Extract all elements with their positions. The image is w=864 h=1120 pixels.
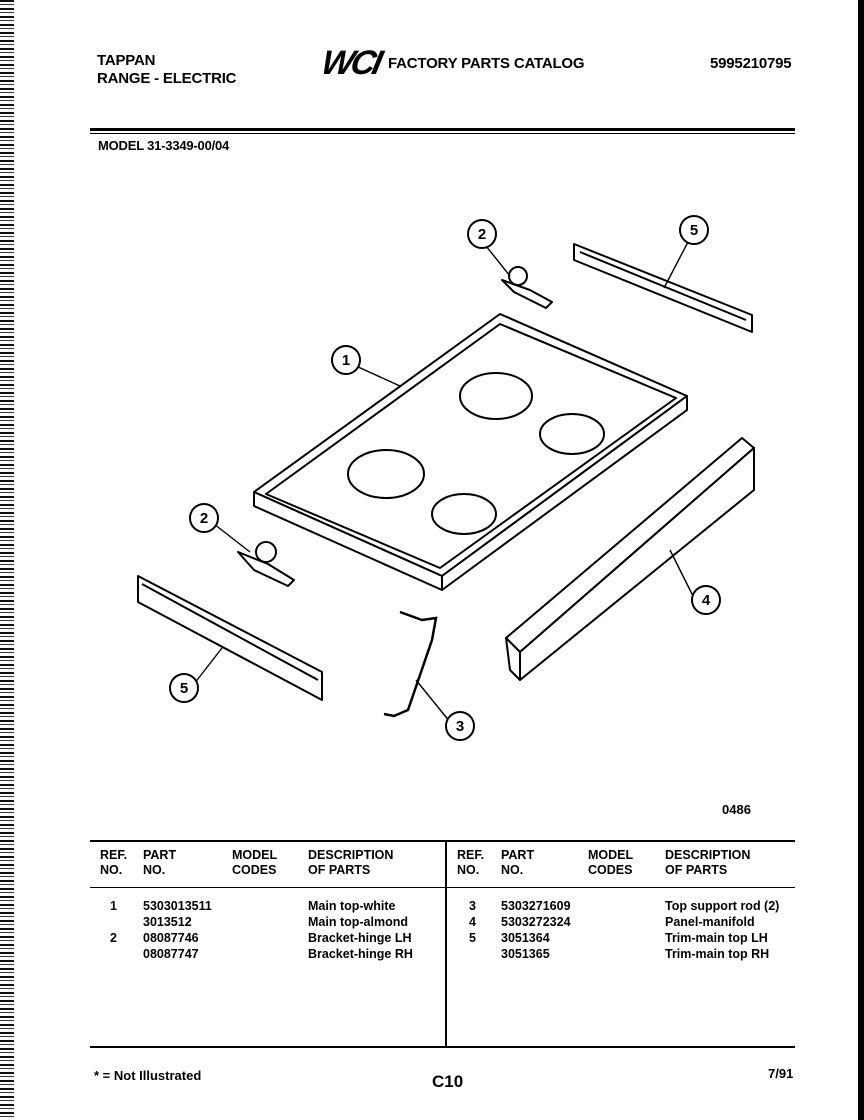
callout-5-upper-label: 5 — [690, 222, 698, 239]
callout-1-label: 1 — [342, 352, 350, 369]
callout-3-label: 3 — [456, 718, 464, 735]
table-rule-top — [90, 840, 795, 842]
hinge-bracket-rh — [501, 266, 553, 309]
callout-2-lower-label: 2 — [200, 510, 208, 527]
scan-edge-right — [858, 0, 864, 1120]
catalog-title: FACTORY PARTS CATALOG — [388, 55, 585, 72]
figure-number: 0486 — [722, 802, 751, 817]
callout-5-lower-label: 5 — [180, 680, 188, 697]
callout-2-upper — [467, 219, 497, 249]
callout-3 — [445, 711, 475, 741]
exploded-parts-diagram: 1 2 2 3 4 5 5 — [137, 215, 755, 741]
brand-block: TAPPAN RANGE - ELECTRIC — [97, 52, 237, 88]
trim-front-part — [137, 575, 323, 701]
callout-2-upper-label: 2 — [478, 226, 486, 243]
wci-logo: WCI — [318, 44, 384, 82]
table-column-divider — [445, 840, 447, 1048]
support-rod-part — [383, 610, 438, 718]
hinge-bracket-lh — [237, 541, 295, 587]
ref-header: REF.NO. — [100, 848, 128, 877]
scan-edge-left — [0, 0, 14, 1120]
callout-4-label: 4 — [702, 592, 711, 609]
ref-header: REF.NO. — [457, 848, 485, 877]
brand-name: TAPPAN — [97, 52, 156, 69]
product-type: RANGE - ELECTRIC — [97, 70, 237, 87]
not-illustrated-note: * = Not Illustrated — [94, 1068, 202, 1083]
callout-5-lower — [169, 673, 199, 703]
callout-2-lower — [189, 503, 219, 533]
model-number: MODEL 31-3349-00/04 — [98, 138, 230, 153]
table-rule-bottom — [90, 1046, 795, 1048]
revision-date: 7/91 — [768, 1066, 794, 1081]
callout-5-upper — [679, 215, 709, 245]
header-rule-bottom — [90, 133, 795, 134]
header-rule-top — [90, 128, 795, 131]
panel-manifold-part — [505, 437, 755, 681]
main-top-part — [253, 313, 688, 591]
table-header-rule — [90, 887, 795, 888]
trim-rear-part — [573, 243, 753, 333]
page-id: C10 — [432, 1072, 464, 1091]
callout-4 — [691, 585, 721, 615]
callout-1 — [331, 345, 361, 375]
document-number: 5995210795 — [710, 55, 792, 72]
